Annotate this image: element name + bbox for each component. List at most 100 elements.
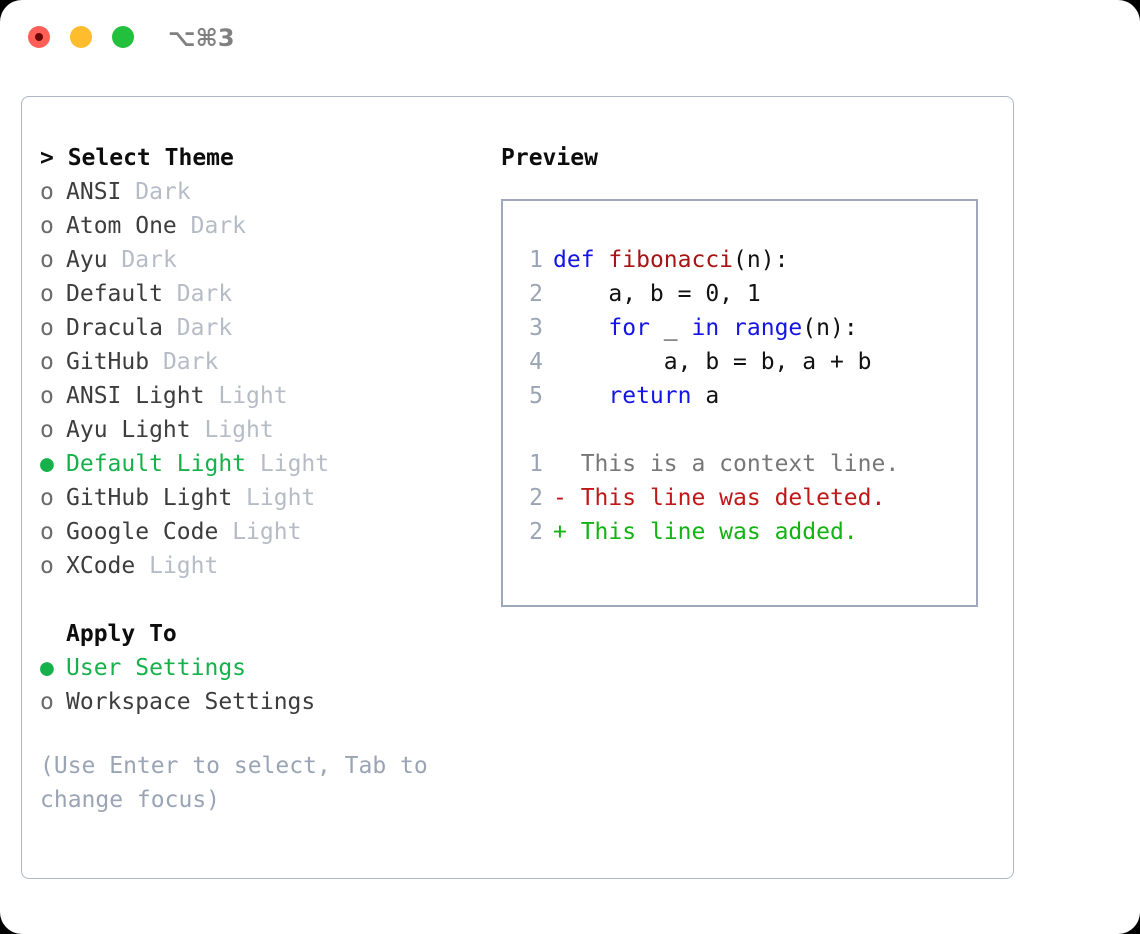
line-number: 2 [529,519,543,545]
theme-category-tag: Light [204,417,274,443]
code-token: a, b = b, a + b [553,349,872,375]
code-token: def [553,247,595,273]
code-line: 5 return a [519,379,899,413]
diff-marker [553,451,581,477]
code-token: (n): [733,247,789,273]
theme-name-label: ANSI [66,179,122,205]
diff-line: 1 This is a context line. [519,447,899,481]
label-spacer [163,315,177,341]
radio-unselected-icon: o [40,553,54,579]
theme-list-item[interactable]: o GitHub Dark [40,345,480,379]
theme-category-tag: Light [218,383,288,409]
theme-category-tag: Dark [162,349,219,375]
code-token: in [691,315,720,341]
code-token: (n): [802,315,858,341]
theme-name-label: Google Code [66,519,219,545]
code-token [719,315,733,341]
code-token: range [733,315,803,341]
theme-list-item[interactable]: o ANSI Light Light [40,379,480,413]
window-titlebar: ⌥⌘3 [0,0,1140,76]
minimize-window-button[interactable] [70,26,92,48]
line-number: 1 [529,451,543,477]
code-line: 3 for _ in range(n): [519,311,899,345]
theme-name-label: ANSI Light [66,383,205,409]
theme-category-tag: Light [259,451,330,477]
code-token: return [608,383,692,409]
code-token [553,383,608,409]
label-spacer [121,179,135,205]
radio-unselected-icon: o [40,417,54,443]
radio-unselected-icon: o [40,247,54,273]
line-number: 2 [529,281,543,307]
radio-selected-icon: ● [40,451,54,477]
select-theme-heading: > Select Theme [40,145,234,171]
radio-unselected-icon: o [40,349,54,375]
diff-text: This line was added. [580,519,858,545]
diff-line: 2 + This line was added. [519,515,899,549]
diff-marker: + [553,519,581,545]
theme-name-label: Ayu Light [66,417,191,443]
preview-heading: Preview [501,145,598,171]
code-token: for [608,315,650,341]
label-spacer [232,485,246,511]
theme-name-label: GitHub [66,349,150,375]
diff-text: This line was deleted. [580,485,886,511]
theme-list-item[interactable]: o Ayu Light Light [40,413,480,447]
code-line: 1 def fibonacci(n): [519,243,899,277]
radio-selected-icon: ● [40,655,54,681]
theme-category-tag: Dark [176,281,233,307]
radio-unselected-icon: o [40,213,54,239]
code-line: 4 a, b = b, a + b [519,345,899,379]
diff-text: This is a context line. [580,451,900,477]
radio-unselected-icon: o [40,179,54,205]
list-spacer [40,583,480,617]
theme-name-label: Default [66,281,163,307]
theme-category-tag: Light [232,519,302,545]
radio-unselected-icon: o [40,281,54,307]
theme-name-label: Ayu [66,247,108,273]
line-number: 5 [529,383,543,409]
line-number: 4 [529,349,543,375]
label-spacer [149,349,163,375]
label-spacer [246,451,260,477]
apply-to-heading: Apply To [66,621,177,647]
theme-category-tag: Dark [190,213,247,239]
theme-list-item[interactable]: o Google Code Light [40,515,480,549]
apply-to-option-label: User Settings [66,655,247,681]
theme-name-label: Dracula [66,315,163,341]
radio-unselected-icon: o [40,519,54,545]
theme-category-tag: Light [246,485,316,511]
theme-list-item[interactable]: o Default Dark [40,277,480,311]
line-number: 3 [529,315,543,341]
help-text: (Use Enter to select, Tab to change focu… [40,753,442,813]
maximize-window-button[interactable] [112,26,134,48]
radio-unselected-icon: o [40,485,54,511]
line-number: 1 [529,247,543,273]
theme-list-item[interactable]: o GitHub Light Light [40,481,480,515]
radio-unselected-icon: o [40,383,54,409]
theme-list-item[interactable]: ●Default Light Light [40,447,480,481]
code-token: _ [649,315,692,341]
theme-category-tag: Light [149,553,219,579]
code-token: fibonacci [608,247,734,273]
label-spacer [191,417,205,443]
diff-line: 2- This line was deleted. [519,481,899,515]
theme-name-label: GitHub Light [66,485,233,511]
apply-to-option[interactable]: ● User Settings [40,651,480,685]
code-token [595,247,609,273]
close-window-button[interactable] [28,26,50,48]
label-spacer [218,519,232,545]
